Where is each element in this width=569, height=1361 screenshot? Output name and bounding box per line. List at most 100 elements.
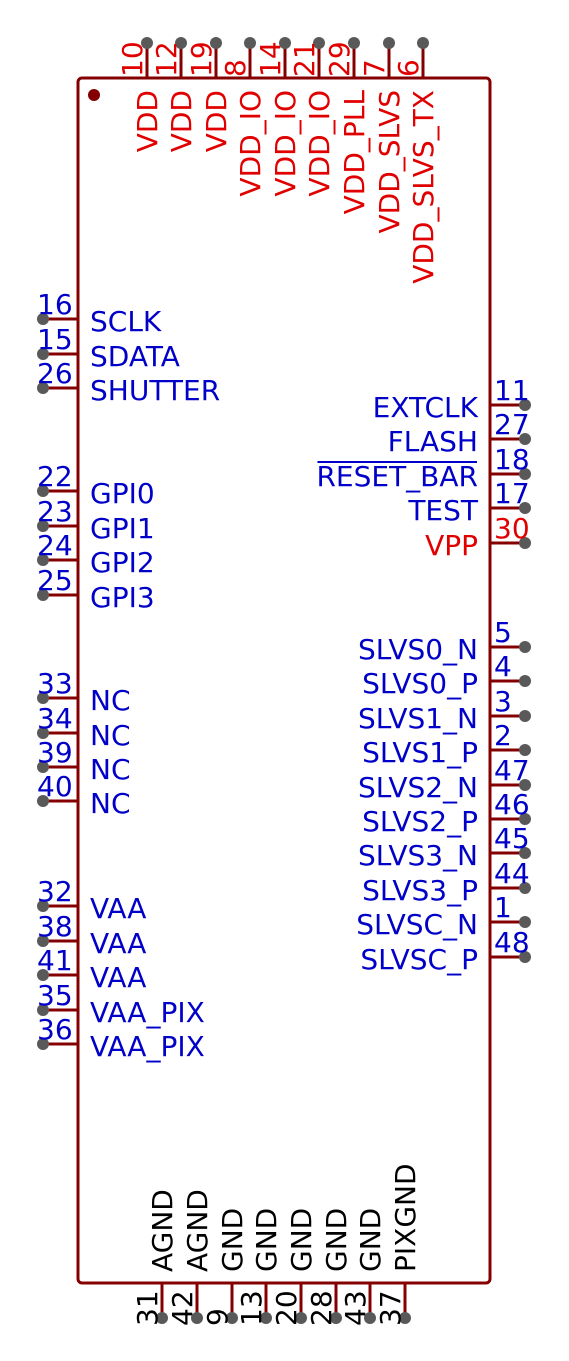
pin-terminal xyxy=(519,813,531,825)
pin-terminal xyxy=(37,485,49,497)
pin-name-slvs3-n: SLVS3_N xyxy=(358,839,478,872)
pin-name-flash: FLASH xyxy=(388,425,478,458)
left-pin-group: 16SCLK15SDATA26SHUTTER22GPI023GPI124GPI2… xyxy=(37,288,220,1063)
bottom-pin-group: 31AGND42AGND9GND13GND20GND28GND43GND37PI… xyxy=(131,1163,422,1326)
pin-name-vdd: VDD xyxy=(200,90,233,152)
pin-number: 10 xyxy=(116,41,149,77)
pin-terminal xyxy=(37,761,49,773)
pin-name-vdd-pll: VDD_PLL xyxy=(338,90,371,215)
pin-name-nc: NC xyxy=(90,719,131,752)
pin-number: 37 xyxy=(374,1290,407,1326)
pin-name-sclk: SCLK xyxy=(90,305,162,338)
pin-terminal xyxy=(519,675,531,687)
pin-number: 34 xyxy=(37,702,73,735)
pin-terminal xyxy=(210,37,222,49)
pin-number: 43 xyxy=(339,1290,372,1326)
pin-terminal xyxy=(519,951,531,963)
pin-terminal xyxy=(383,37,395,49)
pin-number: 13 xyxy=(235,1290,268,1326)
pin-number: 40 xyxy=(37,770,73,803)
pin-name-vaa-pix: VAA_PIX xyxy=(90,996,205,1029)
pin-number: 39 xyxy=(37,736,73,769)
pin-terminal xyxy=(295,1312,307,1324)
pin-number: 29 xyxy=(323,41,356,77)
pin-name-nc: NC xyxy=(90,753,131,786)
pin-number: 19 xyxy=(185,41,218,77)
pin-terminal xyxy=(37,969,49,981)
pin-name-agnd: AGND xyxy=(181,1189,214,1272)
pin-name-slvs0-n: SLVS0_N xyxy=(358,633,478,666)
pin-number: 27 xyxy=(494,408,530,441)
pin-name-shutter: SHUTTER xyxy=(90,374,220,407)
pin-name-test: TEST xyxy=(407,494,479,527)
pin-name-pixgnd: PIXGND xyxy=(389,1163,422,1272)
pin-terminal xyxy=(37,348,49,360)
pin-terminal xyxy=(519,399,531,411)
pin-terminal xyxy=(37,692,49,704)
pin-terminal xyxy=(141,37,153,49)
pin-number: 16 xyxy=(37,288,73,321)
pin-number: 6 xyxy=(392,59,425,77)
pin-number: 11 xyxy=(494,374,530,407)
pin1-marker-dot xyxy=(88,89,100,101)
pin-name-extclk: EXTCLK xyxy=(373,391,479,424)
pin-number: 45 xyxy=(494,822,530,855)
pin-name-sdata: SDATA xyxy=(90,340,180,373)
bottom-pin-31: 31 AGND xyxy=(131,1189,179,1326)
pin-terminal xyxy=(37,727,49,739)
pin-number: 36 xyxy=(37,1013,73,1046)
pin-terminal xyxy=(330,1312,342,1324)
pin-name-slvs2-p: SLVS2_P xyxy=(362,805,478,838)
pin-terminal xyxy=(417,37,429,49)
pin-name-vaa: VAA xyxy=(90,927,146,960)
pin-name-vdd-slvs: VDD_SLVS xyxy=(373,90,406,234)
pin-terminal xyxy=(37,795,49,807)
pin-number: 28 xyxy=(305,1290,338,1326)
pin-name-agnd: AGND xyxy=(146,1189,179,1272)
pin-terminal xyxy=(519,502,531,514)
pin-number: 23 xyxy=(37,495,73,528)
pin-number: 25 xyxy=(37,564,73,597)
pin-terminal xyxy=(37,554,49,566)
pin-terminal xyxy=(364,1312,376,1324)
pin-number: 12 xyxy=(150,41,183,77)
pin-name-vpp: VPP xyxy=(425,529,478,562)
pin-name-slvs0-p: SLVS0_P xyxy=(362,667,478,700)
pin-terminal xyxy=(37,935,49,947)
pin-name-vdd-io: VDD_IO xyxy=(303,90,336,197)
pin-terminal xyxy=(260,1312,272,1324)
pin-name-vdd-slvs-tx: VDD_SLVS_TX xyxy=(407,90,440,284)
pin-name-vdd-io: VDD_IO xyxy=(269,90,302,197)
pin-number: 26 xyxy=(37,357,73,390)
pin-number: 21 xyxy=(288,41,321,77)
pin-terminal xyxy=(226,1312,238,1324)
pin-number: 18 xyxy=(494,443,530,476)
pin-number: 35 xyxy=(37,979,73,1012)
pin-number: 42 xyxy=(166,1290,199,1326)
pin-number: 46 xyxy=(494,788,530,821)
pin-terminal xyxy=(399,1312,411,1324)
pin-name-nc: NC xyxy=(90,684,131,717)
pin-terminal xyxy=(37,589,49,601)
pin-terminal xyxy=(37,1038,49,1050)
pin-number: 31 xyxy=(131,1290,164,1326)
pin-name-slvs3-p: SLVS3_P xyxy=(362,874,478,907)
pin-number: 41 xyxy=(37,944,73,977)
pin-terminal xyxy=(175,37,187,49)
pin-name-gnd: GND xyxy=(216,1208,249,1272)
pin-number: 38 xyxy=(37,910,73,943)
